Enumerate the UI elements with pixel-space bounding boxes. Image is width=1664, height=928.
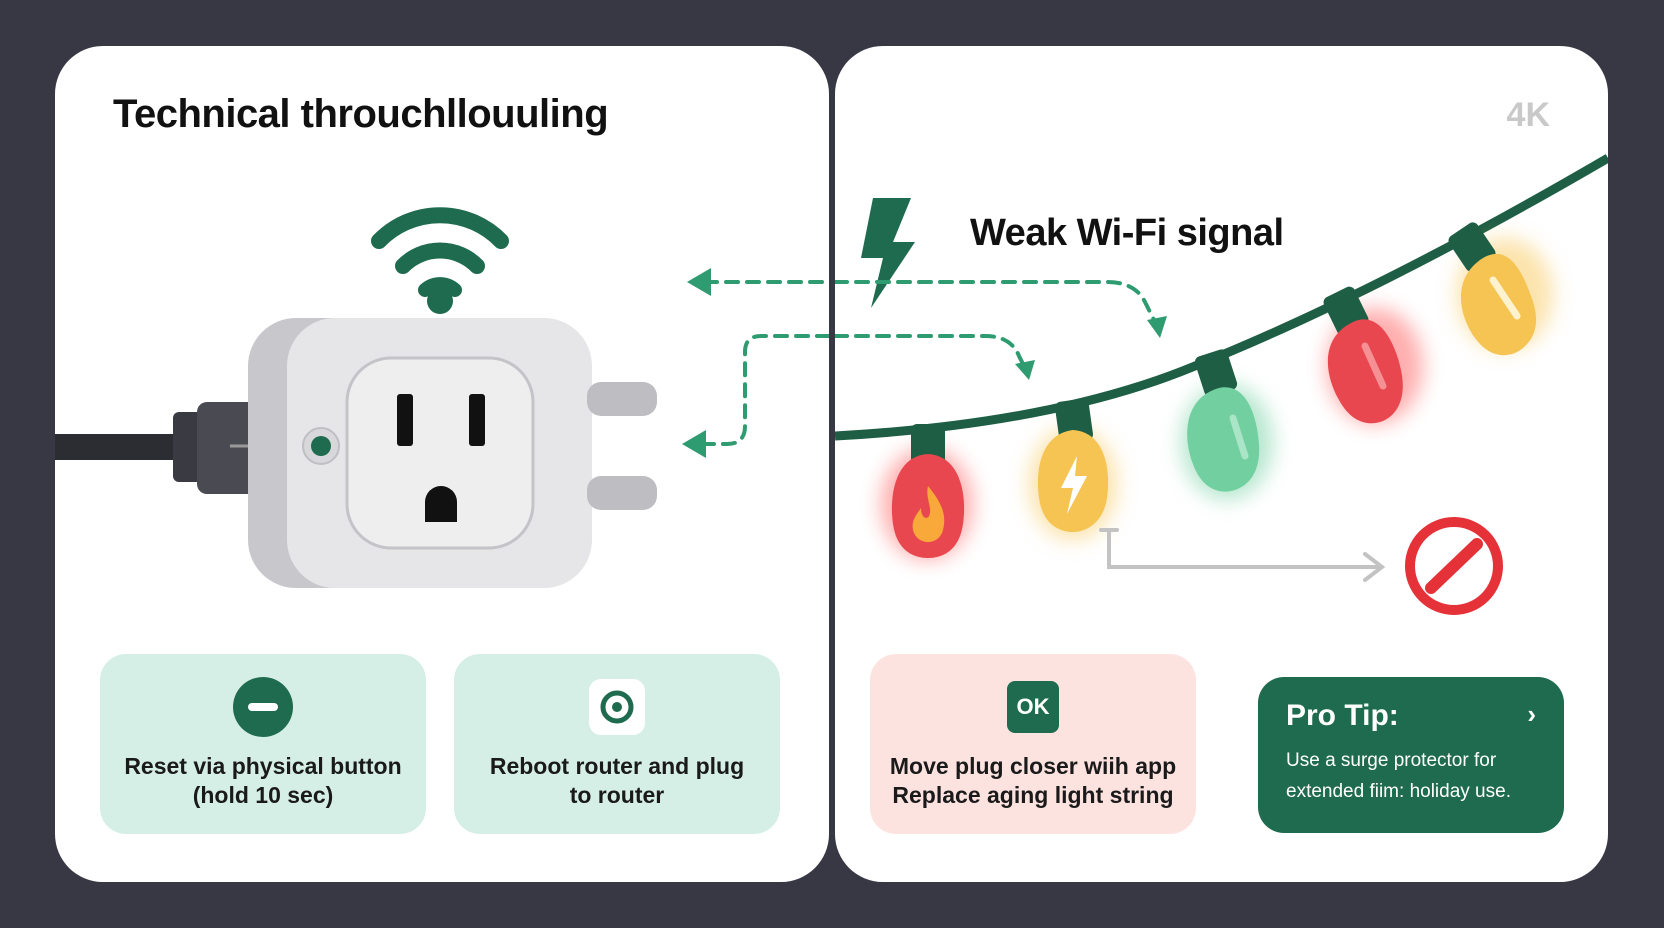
light-string-illustration xyxy=(835,154,1608,615)
no-sign-icon xyxy=(1405,517,1503,615)
light-bulb-icon xyxy=(1029,398,1117,540)
smart-plug-icon xyxy=(248,318,657,588)
target-icon xyxy=(586,676,648,738)
dashed-arrow-icon xyxy=(835,280,1159,370)
page-title: Technical throuchllouuling xyxy=(113,92,609,136)
light-bulb-icon xyxy=(1323,286,1423,424)
dashed-arrow-icon xyxy=(703,280,829,446)
wifi-icon xyxy=(371,207,509,314)
move-plug-text: Move plug closer wiih app Replace aging … xyxy=(889,753,1177,808)
minus-circle-icon xyxy=(232,676,294,738)
chevron-right-icon[interactable]: › xyxy=(1527,699,1536,729)
light-bulb-icon xyxy=(881,424,973,560)
reset-card[interactable]: Reset via physical button (hold 10 sec) xyxy=(100,654,426,834)
left-panel: Technical throuchllouuling xyxy=(55,46,829,882)
reset-card-text: Reset via physical button (hold 10 sec) xyxy=(124,753,402,808)
ok-badge-icon: OK xyxy=(1002,676,1064,738)
quality-badge: 4K xyxy=(1506,96,1550,134)
lightning-bolt-icon xyxy=(861,198,915,308)
arrow-icon xyxy=(1099,528,1386,582)
smart-plug-illustration xyxy=(55,207,829,588)
right-panel: 4K xyxy=(835,46,1608,882)
move-plug-card[interactable]: OK Move plug closer wiih app Replace agi… xyxy=(870,654,1196,834)
light-bulb-icon xyxy=(1181,349,1273,500)
light-bulb-icon xyxy=(1448,222,1553,356)
arrowheads xyxy=(1015,316,1167,380)
pro-tip-card[interactable]: Pro Tip: › Use a surge protector for ext… xyxy=(1258,677,1564,833)
arrowheads xyxy=(682,268,711,458)
pro-tip-title: Pro Tip: xyxy=(1286,699,1399,732)
reboot-card-text: Reboot router and plug to router xyxy=(489,753,745,808)
problem-label: Weak Wi-Fi signal xyxy=(970,212,1284,254)
flame-icon xyxy=(912,486,945,542)
pro-tip-body: Use a surge protector for extended fiim:… xyxy=(1286,750,1511,802)
reboot-card[interactable]: Reboot router and plug to router xyxy=(454,654,780,834)
ok-badge: OK xyxy=(1007,681,1059,733)
